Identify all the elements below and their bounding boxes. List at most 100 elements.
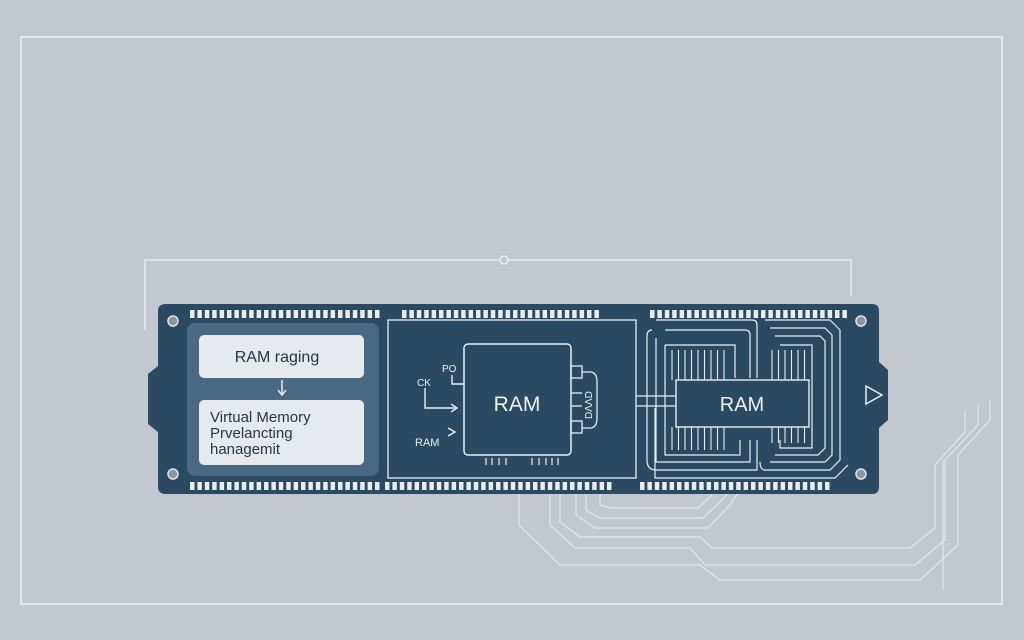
contact-pad [249, 310, 254, 318]
contact-pad [212, 310, 217, 318]
contact-pad [241, 482, 247, 490]
contact-pad [498, 310, 503, 318]
contact-pad [375, 310, 380, 318]
contact-pad [788, 482, 793, 490]
ram-paging-label: RAM raging [235, 349, 319, 366]
contact-pad [654, 482, 660, 490]
contact-pad [728, 482, 734, 490]
contact-pad [392, 482, 397, 490]
contact-pad [241, 310, 247, 318]
contact-pad [424, 310, 429, 318]
contact-pad [694, 310, 699, 318]
contact-pad [761, 310, 766, 318]
contact-pad [271, 482, 276, 490]
contact-pad [227, 482, 232, 490]
contact-pad [825, 482, 830, 490]
contact-pad [301, 310, 306, 318]
virtual-memory-line-2: Prvelancting [210, 425, 293, 442]
contact-pad [416, 310, 422, 318]
contact-pad [535, 310, 540, 318]
contact-pad [525, 482, 531, 490]
right-ram-chip [675, 379, 810, 428]
contact-pad [375, 482, 380, 490]
right-section-traces [636, 319, 849, 479]
chip-side-connector [570, 365, 598, 434]
contact-pad [795, 482, 800, 490]
contact-pad [488, 482, 494, 490]
screw-icon [167, 315, 179, 327]
contact-pad [817, 482, 823, 490]
contact-pad [672, 310, 677, 318]
contact-pad [765, 482, 771, 490]
contact-pad [345, 310, 350, 318]
contact-pad [842, 310, 847, 318]
ck-label: CK [417, 378, 431, 389]
contact-pad [315, 482, 321, 490]
contact-pad [584, 482, 590, 490]
contact-pad [212, 482, 217, 490]
contact-pad [513, 310, 518, 318]
contact-pad [775, 310, 781, 318]
contact-pad [473, 482, 479, 490]
contact-pad [758, 482, 763, 490]
contact-pad [190, 482, 195, 490]
contact-pad [664, 310, 670, 318]
contact-pad [429, 482, 434, 490]
contact-pad [399, 482, 405, 490]
contact-pad [753, 310, 759, 318]
contact-pad [587, 310, 592, 318]
center-ram-chip-label: RAM [494, 393, 541, 416]
contact-pad [338, 482, 343, 490]
contact-pad [271, 310, 276, 318]
contact-pad [330, 310, 336, 318]
contact-pad [699, 482, 704, 490]
contact-pad [345, 482, 350, 490]
contact-pad [360, 482, 365, 490]
contact-pad [256, 310, 262, 318]
contact-pad [572, 310, 577, 318]
contact-pad [662, 482, 667, 490]
contact-pad [533, 482, 538, 490]
contact-pad [360, 310, 365, 318]
contact-pad [453, 310, 459, 318]
contact-pad [338, 310, 343, 318]
contact-pad [751, 482, 756, 490]
contact-pad [431, 310, 437, 318]
contact-pad [407, 482, 412, 490]
contact-pad [547, 482, 553, 490]
center-section-outline [387, 319, 637, 479]
contact-pad [414, 482, 420, 490]
right-chip-hatching [671, 350, 806, 450]
contact-pad [264, 482, 269, 490]
screw-icon [167, 468, 179, 480]
contact-pad [827, 310, 833, 318]
virtual-memory-line-3: hanagemit [210, 441, 281, 458]
contact-pad [367, 310, 373, 318]
virtual-memory-box [199, 400, 364, 465]
contact-pad [459, 482, 464, 490]
contact-pad [607, 482, 612, 490]
contact-pad [594, 310, 599, 318]
contact-pad [234, 310, 239, 318]
contact-pad [540, 482, 545, 490]
contact-pad [798, 310, 803, 318]
contact-pad [219, 482, 225, 490]
contact-pad [738, 310, 744, 318]
contact-pad [677, 482, 682, 490]
contact-pad [691, 482, 697, 490]
contact-pad [805, 310, 810, 318]
contact-pad [510, 482, 516, 490]
play-triangle-icon [865, 384, 884, 406]
chip-bottom-pins [485, 458, 559, 465]
contact-pad [367, 482, 373, 490]
contact-pad [731, 310, 736, 318]
contact-pad [570, 482, 575, 490]
contact-pad [315, 310, 321, 318]
contact-pad [278, 310, 284, 318]
contact-pad [647, 482, 652, 490]
contact-pad [802, 482, 808, 490]
contact-pad [835, 310, 840, 318]
contact-pad [308, 482, 313, 490]
contact-pad [264, 310, 269, 318]
